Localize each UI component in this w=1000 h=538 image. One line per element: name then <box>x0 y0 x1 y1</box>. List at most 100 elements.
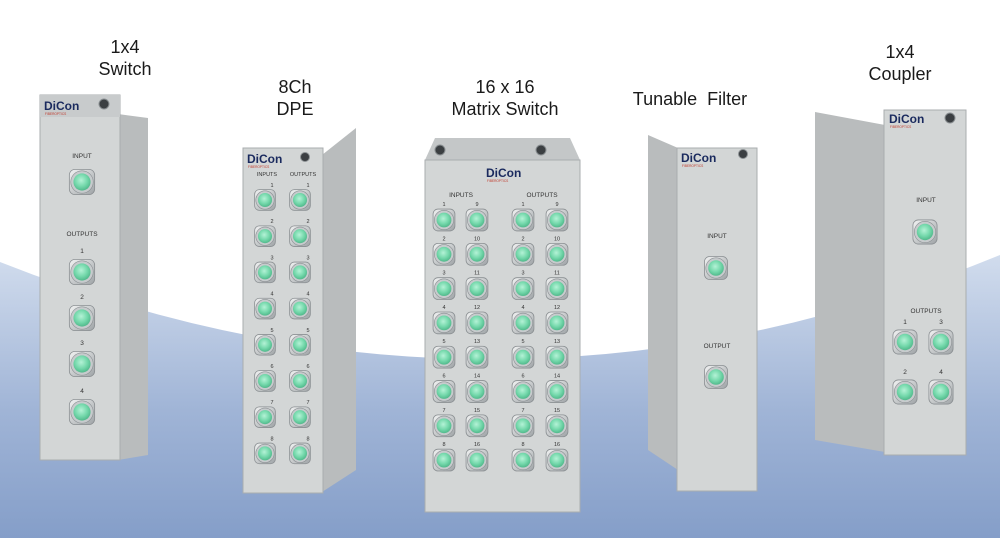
port-number: 12 <box>554 305 560 311</box>
caption-dpe-8ch: 8Ch DPE <box>240 76 350 120</box>
port-number: 3 <box>521 271 524 277</box>
fiber-connector <box>68 168 96 196</box>
fiber-connector <box>68 304 96 332</box>
panel-label: INPUT <box>72 153 92 160</box>
panel-label: INPUT <box>707 233 727 240</box>
connector-port <box>932 333 950 351</box>
fiber-connector <box>928 329 954 355</box>
fiber-connector <box>254 225 276 247</box>
connector-port <box>469 452 485 468</box>
connector-port <box>73 355 91 373</box>
connector-port <box>292 229 308 244</box>
panel-label: OUTPUTS <box>910 308 942 315</box>
connector-port <box>292 446 308 461</box>
port-number: 4 <box>939 369 943 376</box>
port-number: 2 <box>903 369 907 376</box>
fiber-connector <box>254 406 276 428</box>
fiber-connector <box>254 297 276 320</box>
panel-label: INPUTS <box>257 172 278 178</box>
brand-logo: DiCon <box>889 112 924 126</box>
module-side <box>322 128 356 492</box>
fiber-connector <box>432 277 456 300</box>
connector-port <box>257 301 273 316</box>
port-number: 12 <box>474 305 480 311</box>
connector-port <box>436 452 452 468</box>
connector-port <box>436 246 452 262</box>
port-number: 1 <box>270 183 273 189</box>
connector-port <box>896 383 914 401</box>
connector-port <box>292 192 308 208</box>
fiber-connector <box>465 277 489 300</box>
connector-port <box>469 281 485 297</box>
fiber-connector <box>432 311 456 335</box>
fiber-connector <box>289 370 311 392</box>
port-number: 4 <box>270 292 273 298</box>
port-number: 14 <box>554 374 560 380</box>
fiber-connector <box>511 277 535 300</box>
brand-tagline: FIBEROPTICS <box>248 165 269 169</box>
connector-port <box>515 281 531 297</box>
brand-tagline: FIBEROPTICS <box>45 112 66 116</box>
port-number: 2 <box>521 236 524 242</box>
caption-matrix-16x16: 16 x 16 Matrix Switch <box>425 76 585 120</box>
connector-port <box>292 265 308 280</box>
caption-line: DPE <box>276 99 314 119</box>
fiber-connector <box>432 208 456 232</box>
fiber-connector <box>511 345 535 369</box>
fiber-connector <box>511 380 535 403</box>
caption-line: 1x4 <box>110 37 140 57</box>
fiber-connector <box>511 448 535 472</box>
fiber-connector <box>465 380 489 403</box>
connector-port <box>436 315 452 331</box>
fiber-connector <box>465 242 489 266</box>
brand-tagline: FIBEROPTICS <box>890 125 911 129</box>
port-number: 3 <box>442 271 445 277</box>
port-number: 2 <box>442 236 445 242</box>
mount-screw <box>535 144 547 156</box>
fiber-connector <box>289 297 311 320</box>
port-number: 7 <box>442 408 445 414</box>
panel-label: OUTPUTS <box>526 192 558 199</box>
fiber-connector <box>545 277 569 300</box>
caption-line: 8Ch <box>278 77 312 97</box>
port-number: 10 <box>554 236 560 242</box>
port-number: 5 <box>442 339 445 345</box>
connector-port <box>436 349 452 365</box>
brand-tagline: FIBEROPTICS <box>682 164 703 168</box>
connector-port <box>292 301 308 316</box>
port-number: 2 <box>270 219 273 225</box>
connector-port <box>469 418 485 434</box>
fiber-connector <box>289 189 311 211</box>
caption-line: Tunable Filter <box>632 89 748 109</box>
panel-label: INPUT <box>916 197 936 204</box>
port-number: 4 <box>442 305 445 311</box>
fiber-connector <box>511 242 535 266</box>
fiber-connector <box>68 258 96 286</box>
fiber-connector <box>704 365 728 389</box>
panel-label: OUTPUTS <box>66 231 98 238</box>
port-number: 1 <box>442 202 445 208</box>
connector-port <box>549 212 565 228</box>
fiber-connector <box>289 261 311 284</box>
connector-port <box>73 309 91 327</box>
connector-port <box>515 384 531 399</box>
port-number: 2 <box>80 294 84 301</box>
port-number: 13 <box>474 339 480 345</box>
mount-screw <box>98 98 110 110</box>
connector-port <box>469 349 485 365</box>
caption-switch-1x4: 1x4 Switch <box>70 36 180 80</box>
port-number: 2 <box>306 219 309 225</box>
fiber-connector <box>704 256 728 280</box>
port-number: 9 <box>475 202 478 208</box>
port-number: 8 <box>442 442 445 448</box>
fiber-connector <box>545 208 569 232</box>
fiber-connector <box>545 311 569 335</box>
panel-label: OUTPUT <box>704 343 731 350</box>
fiber-connector <box>465 414 489 438</box>
fiber-connector <box>289 406 311 428</box>
connector-port <box>515 212 531 228</box>
panel-label: INPUTS <box>449 192 474 199</box>
mount-screw <box>738 149 748 159</box>
